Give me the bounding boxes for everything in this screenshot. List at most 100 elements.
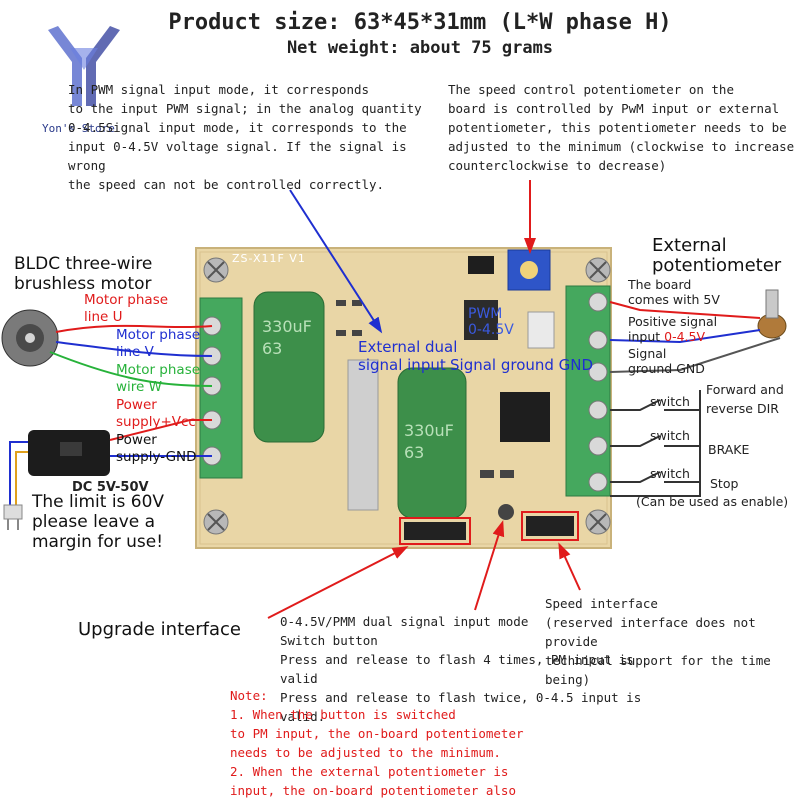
motor-title: BLDC three-wire brushless motor (14, 254, 152, 294)
note-line: 1. When the button is switched (230, 707, 456, 722)
speed-pot-note: The speed control potentiometer on the b… (448, 80, 798, 175)
external-potentiometer-icon (757, 289, 787, 339)
info-line: Press and release to flash twice, 0-4.5 … (280, 690, 642, 724)
label-line: Power (116, 432, 157, 448)
switch-button (498, 504, 514, 520)
ext-pot-title-line: potentiometer (652, 255, 782, 276)
note-line: board is controlled by PwM input or exte… (448, 101, 780, 116)
speed-pins (526, 516, 574, 536)
phase-w-label: Motor phase wire W (116, 362, 200, 396)
pwm-label: PWM 0-4.5V (468, 306, 514, 338)
bldc-motor-icon (1, 309, 59, 367)
signal-gnd-label: Signal ground GND (628, 346, 705, 376)
upgrade-interface-box (399, 517, 471, 545)
phase-v-label: Motor phase line V (116, 327, 200, 361)
speed-interface-note: Speed interface (reserved interface does… (545, 594, 800, 689)
info-line: 0-4.5V/PMM dual signal input mode (280, 614, 529, 629)
note-line: Note: (230, 688, 268, 703)
voltage-limit-note: The limit is 60V please leave a margin f… (32, 492, 164, 552)
limit-line: please leave a (32, 512, 156, 532)
small-cap (527, 311, 555, 349)
label-line: line V (116, 344, 154, 360)
cap-value: 330uF (262, 317, 312, 336)
info-line: Switch button (280, 633, 378, 648)
label-line: comes with 5V (628, 292, 720, 307)
store-logo (48, 26, 120, 106)
phase-u-label: Motor phase line U (84, 292, 168, 326)
screw-icon (203, 509, 229, 535)
label-line: supply+Vcc (116, 414, 196, 430)
brake-label: BRAKE (708, 442, 750, 457)
page-title: Product size: 63*45*31mm (L*W phase H) (168, 10, 672, 35)
label-line: wire W (116, 379, 162, 395)
speed-arrow (558, 542, 581, 591)
info-line: Speed interface (545, 596, 658, 611)
ext-pot-title-line: External (652, 235, 727, 256)
speed-interface-box (521, 511, 579, 541)
cap-value: 330uF (404, 421, 454, 440)
ext-dual-line: signal input (358, 356, 446, 374)
signal-ground-label: Signal ground GND (450, 356, 594, 374)
switch-brake: switch (650, 428, 690, 443)
pwm-text: PWM (468, 306, 503, 322)
ext-pot-title: External potentiometer (652, 236, 781, 276)
note-line: In PWM signal input mode, it corresponds (68, 82, 370, 97)
note-line: needs to be adjusted to the minimum. (230, 745, 501, 760)
switch-dir: switch (650, 394, 690, 409)
label-line: Positive signal (628, 314, 718, 329)
screw-icon (585, 509, 611, 535)
external-dual-signal-label: External dual signal input (358, 338, 457, 374)
upgrade-interface-label: Upgrade interface (78, 619, 241, 640)
button-info: 0-4.5V/PMM dual signal input mode Switch… (280, 612, 650, 726)
stop-label: Stop (710, 476, 739, 491)
note-line: the speed can not be controlled correctl… (68, 177, 385, 192)
capacitor-1-label: 330uF 63 (262, 316, 312, 360)
pwm-chip (464, 300, 498, 340)
capacitor-1 (253, 291, 325, 443)
label-line: Forward and (706, 382, 784, 397)
controller-chip (500, 392, 550, 442)
note-line: to the input PWM signal; in the analog q… (68, 101, 422, 116)
switch-stop: switch (650, 466, 690, 481)
note-block: Note: 1. When the button is switched to … (230, 686, 530, 800)
note-line: input 0-4.5V voltage signal. If the sign… (68, 139, 407, 173)
power-gnd-label: Power supply-GND (116, 432, 197, 466)
page-subtitle: Net weight: about 75 grams (286, 38, 554, 58)
screw-icon (203, 257, 229, 283)
info-line: Press and release to flash 4 times, PM i… (280, 652, 634, 686)
label-line: supply-GND (116, 449, 197, 465)
note-line: adjusted to the minimum (clockwise to in… (448, 139, 795, 154)
board-model: ZS-X11F V1 (232, 252, 306, 265)
limit-line: The limit is 60V (32, 492, 165, 512)
upgrade-pins (404, 522, 466, 540)
note-line: input, the on-board potentiometer also (230, 783, 516, 798)
label-line: Motor phase (116, 327, 201, 343)
pwm-range: 0-4.5V (468, 322, 514, 338)
label-line: The board (628, 277, 692, 292)
motor-title-line: brushless motor (14, 274, 152, 294)
note-line: counterclockwise to decrease) (448, 158, 667, 173)
label-line: Motor phase (84, 292, 169, 308)
note-line: to PM input, the on-board potentiometer (230, 726, 524, 741)
info-line: technical support for the time being) (545, 653, 771, 687)
enable-note: (Can be used as enable) (636, 494, 789, 509)
label-line: line U (84, 309, 123, 325)
label-line: Motor phase (116, 362, 201, 378)
label-line: reverse DIR (706, 401, 779, 416)
motor-title-line: BLDC three-wire (14, 254, 153, 274)
dir-label: Forward and reverse DIR (706, 380, 784, 418)
screw-icon (585, 257, 611, 283)
note-line: 2. When the external potentiometer is (230, 764, 509, 779)
info-line: (reserved interface does not provide (545, 615, 756, 649)
label-line: Signal (628, 346, 667, 361)
limit-line: margin for use! (32, 532, 164, 552)
plug-icon (3, 504, 23, 530)
ext-dual-line: External dual (358, 338, 458, 356)
power-supply-label: DC 5V-50V (72, 480, 149, 495)
upgrade-arrow (267, 546, 409, 619)
signal-mode-note: In PWM signal input mode, it corresponds… (68, 80, 428, 194)
label-line: Power (116, 397, 157, 413)
power-vcc-label: Power supply+Vcc (116, 397, 196, 431)
note-line: potentiometer, this potentiometer needs … (448, 120, 787, 135)
